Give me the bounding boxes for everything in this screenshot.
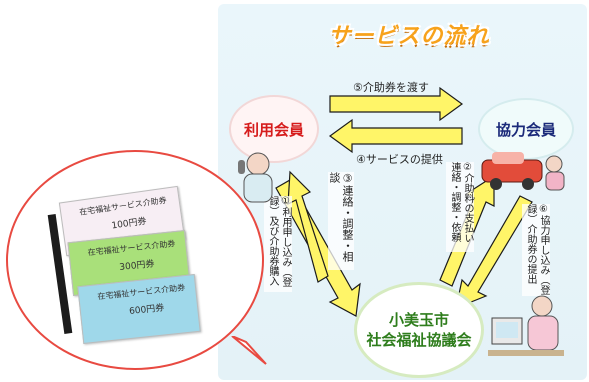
arrow-right-outer-label: ⑥協力申し込み（登録）介助券の提出 [522,204,550,296]
user-member-label: 利用会員 [243,120,304,139]
elderly-phone-icon [238,152,273,203]
arrow-bottom-label: ④サービスの提供 [356,153,443,166]
council-node: 小美玉市 社会福祉協議会 [354,282,484,378]
council-label-line2: 社会福祉協議会 [366,331,472,349]
council-label-line1: 小美玉市 [388,311,449,329]
user-member-node: 利用会員 [229,95,319,163]
cooperating-member-label: 協力会員 [495,120,556,139]
callout-tail [231,336,267,365]
office-worker-icon [488,295,564,356]
ticket-300-value: 300円券 [118,259,155,273]
arrow-top-label: ⑤介助券を渡す [353,81,429,94]
ticket-600-value: 600円券 [128,303,165,318]
ticket-300-title: 在宅福祉サービス介助券 [87,239,176,258]
cooperating-member-node: 協力会員 [478,98,574,160]
arrow-left-inner-shape [287,170,329,283]
arrow-right-inner-label: ②介助料の支払い 連絡・調整・依頼 [446,162,474,253]
arrow-bottom-shape [328,118,463,154]
car-volunteers-icon [481,152,565,191]
arrow-top-shape [329,86,464,122]
ticket-600: 在宅福祉サービス介助券 600円券 [77,273,201,345]
arrow-left-inner-label: ③連絡・調整・相談 [328,172,354,270]
arrow-left-outer-label: ①利用申し込み（登録）及び介助券購入 [264,196,292,292]
ticket-100-value: 100円券 [110,216,148,232]
diagram-title: サービスの流れ [328,24,490,49]
ticket-100-title: 在宅福祉サービス介助券 [78,195,168,217]
ticket-600-title: 在宅福祉サービス介助券 [97,283,186,302]
